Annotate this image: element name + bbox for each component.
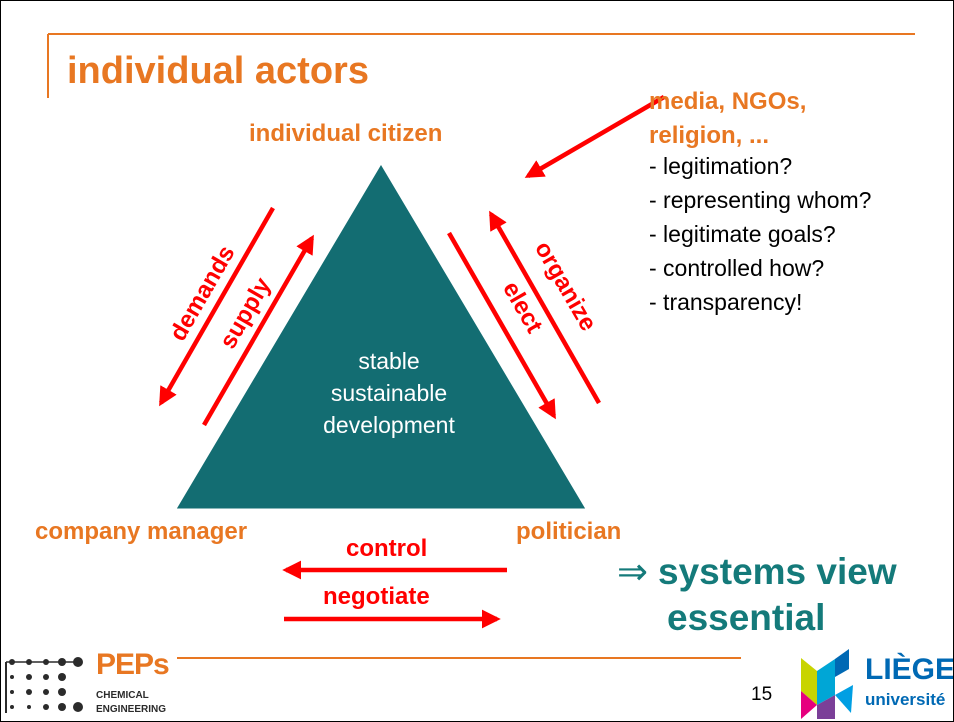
media-heading: media, NGOs, religion, ... bbox=[649, 85, 806, 153]
media-heading-line-1: media, NGOs, bbox=[649, 88, 807, 115]
node-company-manager: company manager bbox=[35, 518, 248, 545]
conclusion-line-2: essential bbox=[667, 597, 826, 638]
bullet-3: - legitimate goals? bbox=[649, 221, 836, 247]
page-number: 15 bbox=[751, 684, 773, 705]
media-bullets: - legitimation? - representing whom? - l… bbox=[649, 149, 871, 319]
center-line-3: development bbox=[323, 412, 455, 438]
media-arrow bbox=[524, 95, 666, 178]
peps-sub-2: ENGINEERING bbox=[96, 704, 167, 715]
bullet-2: - representing whom? bbox=[649, 187, 872, 213]
organize-arrow bbox=[489, 210, 601, 405]
slide-title: individual actors bbox=[67, 50, 369, 92]
supply-arrow bbox=[202, 234, 314, 427]
media-heading-line-2: religion, ... bbox=[649, 122, 770, 149]
peps-logo-icon bbox=[5, 657, 83, 713]
actors-triangle bbox=[175, 163, 587, 510]
triangle-center-text: stable sustainable development bbox=[289, 345, 489, 441]
peps-logo-text: PEPs bbox=[96, 648, 170, 681]
bullet-5: - transparency! bbox=[649, 289, 803, 315]
center-line-1: stable bbox=[358, 348, 420, 374]
elect-arrow bbox=[447, 231, 556, 420]
bullet-1: - legitimation? bbox=[649, 153, 793, 179]
demands-arrow bbox=[159, 206, 275, 407]
liege-logo-icon bbox=[801, 649, 853, 719]
conclusion: ⇒systems view essential bbox=[617, 549, 897, 641]
liege-sub-text: université bbox=[865, 690, 946, 709]
implies-arrow-icon: ⇒ bbox=[617, 551, 649, 592]
center-line-2: sustainable bbox=[330, 380, 448, 406]
node-individual-citizen: individual citizen bbox=[249, 120, 443, 147]
conclusion-line-1: ⇒systems view bbox=[617, 549, 897, 595]
liege-logo-text: LIÈGE bbox=[865, 653, 954, 686]
conclusion-text-1: systems view bbox=[658, 551, 897, 592]
bullet-4: - controlled how? bbox=[649, 255, 825, 281]
peps-sub-1: CHEMICAL bbox=[96, 690, 149, 701]
control-label: control bbox=[346, 535, 428, 562]
node-politician: politician bbox=[516, 518, 622, 545]
negotiate-label: negotiate bbox=[323, 583, 430, 610]
